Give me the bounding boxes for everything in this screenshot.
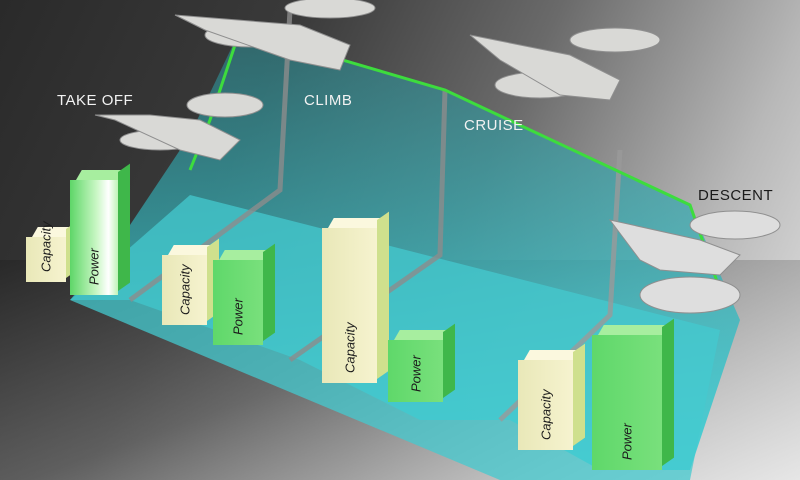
aircraft-cruise-icon (469, 27, 661, 101)
phase-label-takeoff: TAKE OFF (57, 92, 134, 109)
aircraft-descent-icon (608, 210, 781, 314)
bar-label: Power (86, 248, 102, 285)
phase-label-climb: CLIMB (304, 92, 353, 109)
bar-climb-power: Power (213, 243, 275, 345)
bar-descent-power: Power (592, 318, 674, 470)
aircraft-climb-icon (174, 0, 376, 71)
bar-label: Power (408, 355, 423, 392)
bar-descent-capacity: Capacity (518, 343, 585, 450)
phase-label-descent: DESCENT (698, 187, 774, 204)
bar-label: Power (619, 423, 635, 460)
bar-label: Capacity (538, 389, 553, 440)
bar-climb-capacity: Capacity (162, 238, 219, 325)
bar-takeoff-power: Power (70, 163, 130, 295)
bar-label: Capacity (38, 221, 54, 272)
bar-label: Capacity (177, 264, 192, 315)
bar-label: Capacity (342, 322, 357, 373)
bar-takeoff-capacity: Capacity (26, 220, 78, 282)
bar-cruise-capacity: Capacity (322, 211, 389, 383)
aircraft-takeoff-icon (94, 92, 264, 161)
phase-label-cruise: CRUISE (464, 117, 524, 134)
bar-cruise-power: Power (388, 323, 455, 402)
bar-label: Power (230, 298, 246, 335)
